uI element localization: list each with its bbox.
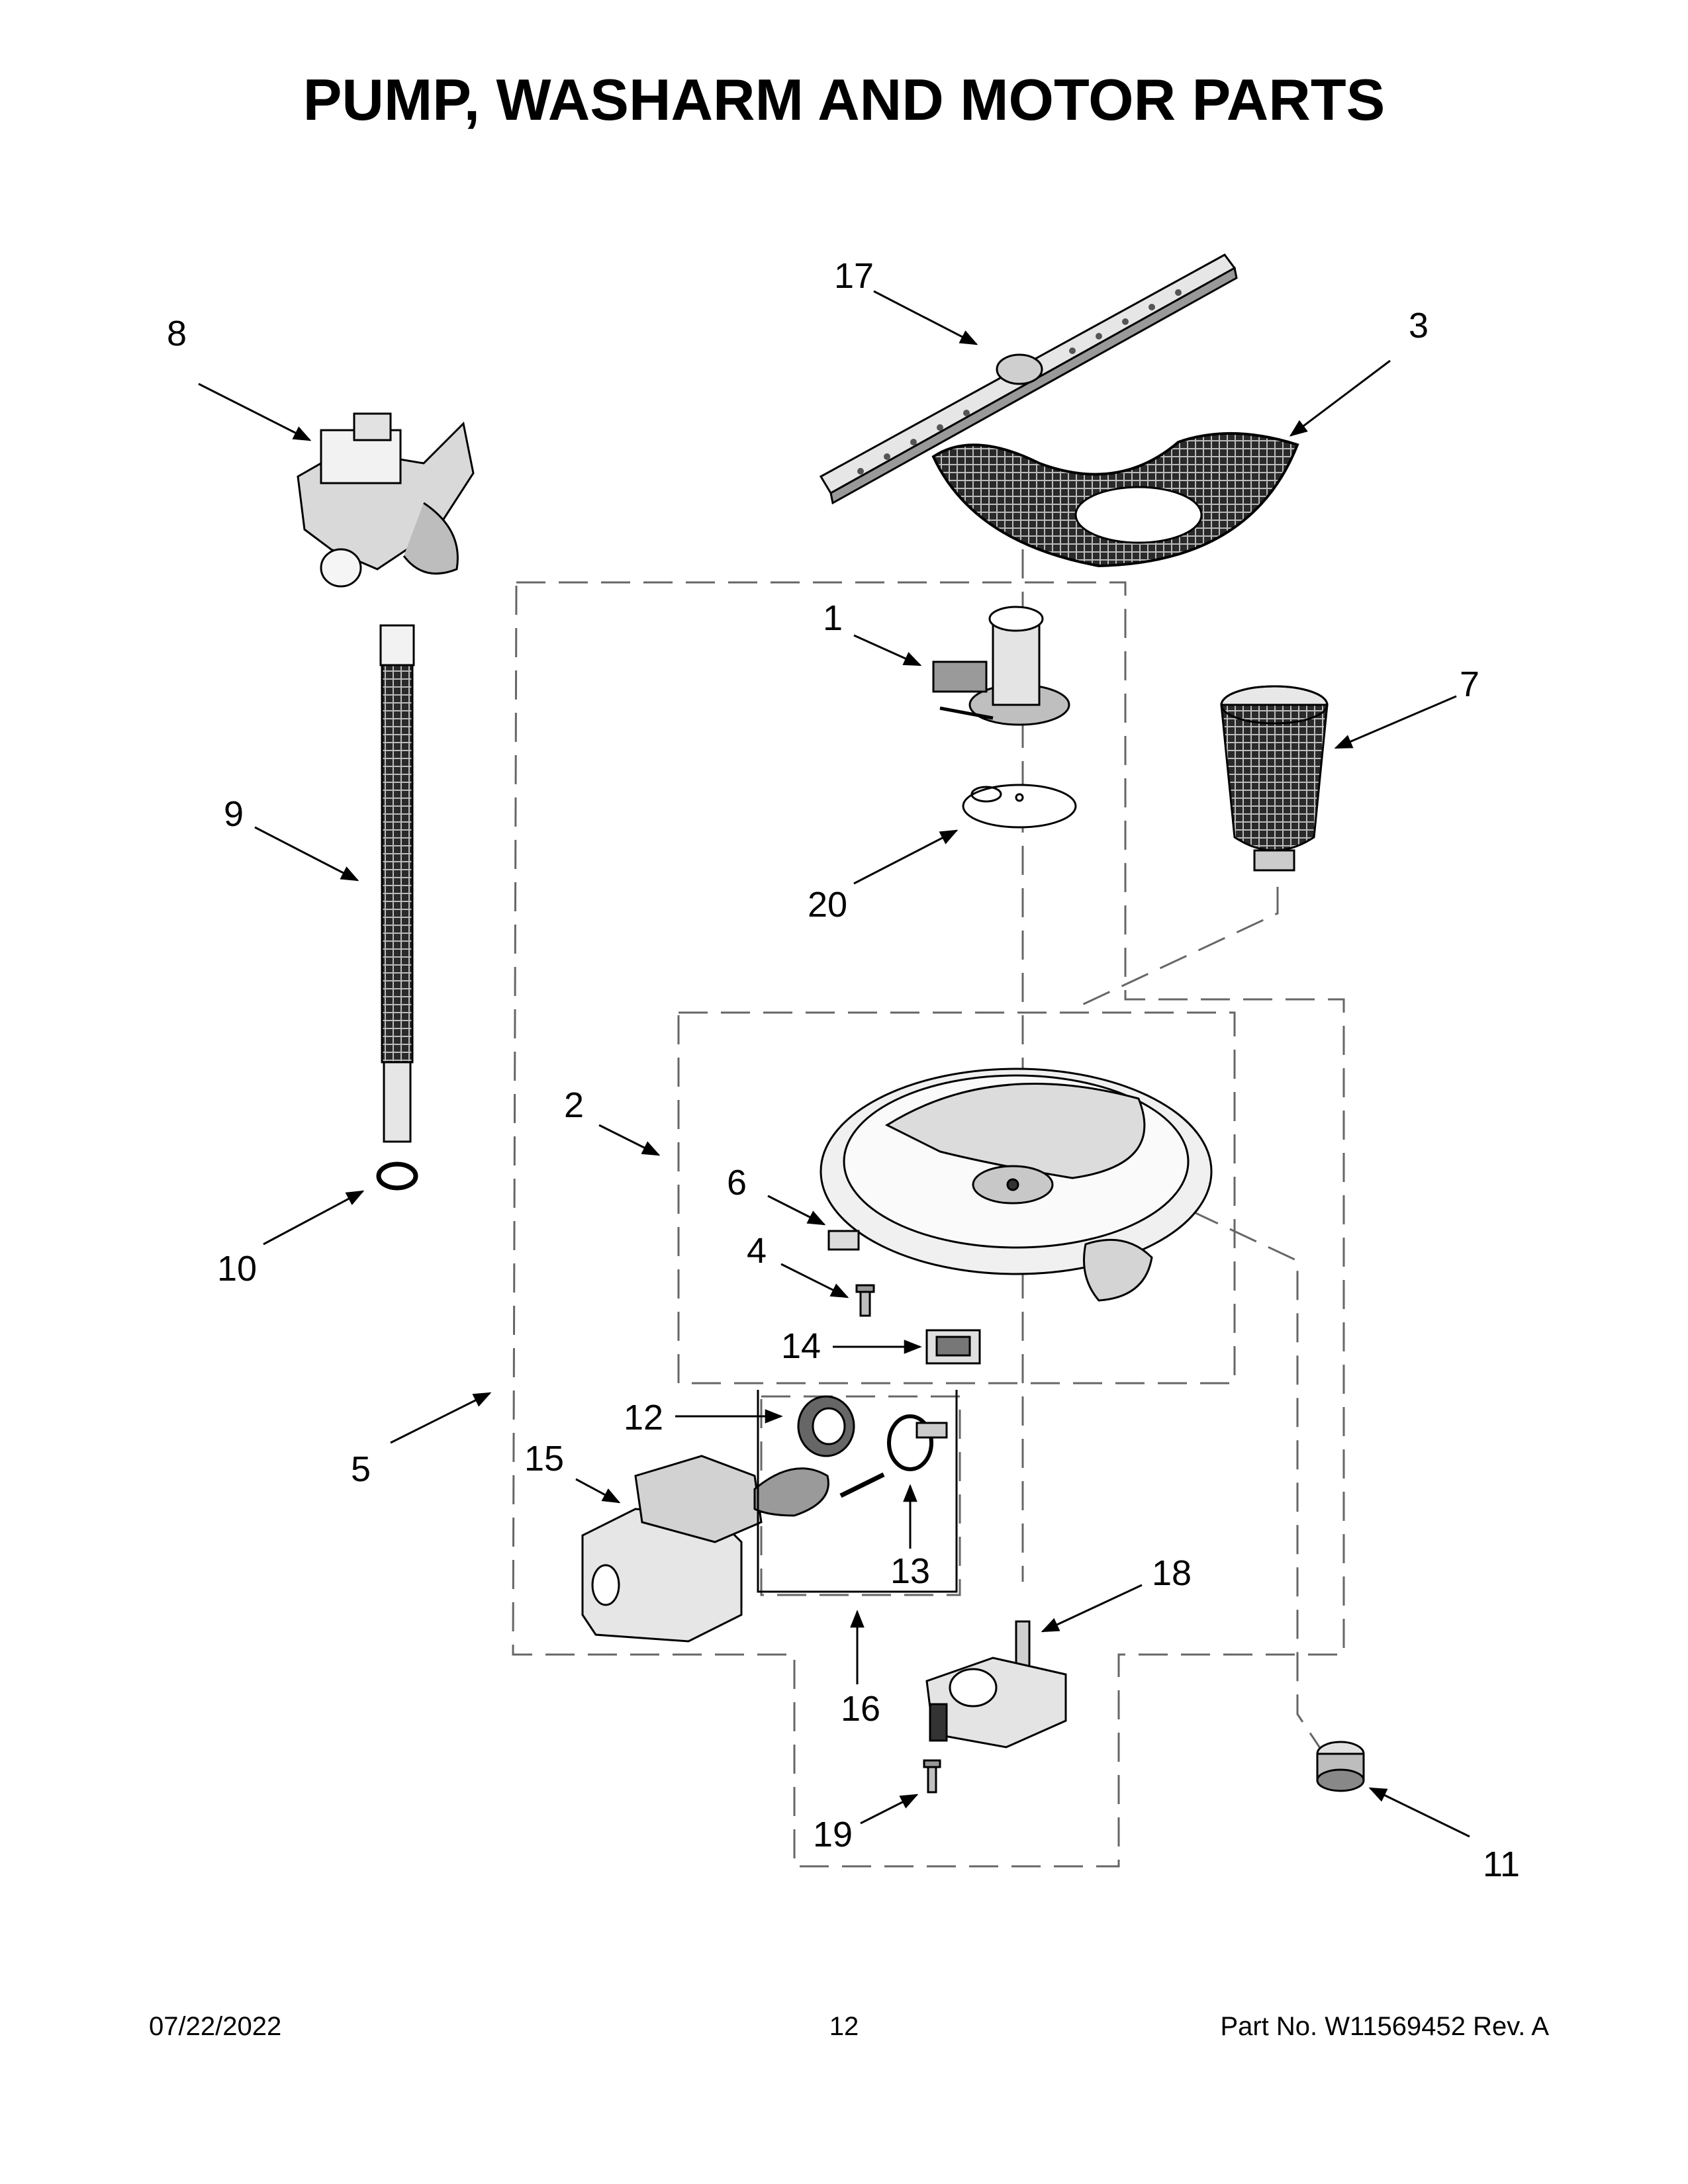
drain-pump-part (297, 412, 475, 588)
screw-part-19 (923, 1759, 941, 1794)
wash-arm-nozzles (857, 289, 1182, 475)
callout-8: 8 (167, 314, 187, 353)
filter-link-line (1072, 887, 1279, 1011)
filter-part (1220, 685, 1329, 872)
sump-detail-outline (677, 1011, 1236, 1385)
sensor-part (1316, 1741, 1365, 1792)
connector-part-14 (925, 1329, 981, 1365)
callout-7: 7 (1460, 664, 1479, 704)
callout-2: 2 (564, 1085, 584, 1125)
arrow-17 (873, 290, 978, 345)
arrow-3 (1289, 359, 1391, 437)
callout-18: 18 (1152, 1553, 1192, 1593)
callout-labels: 17 3 8 1 7 9 20 2 6 4 10 14 5 12 15 13 1… (167, 256, 1520, 1884)
callout-5: 5 (351, 1449, 371, 1489)
bracket-part-6 (827, 1230, 860, 1251)
arrow-18 (1041, 1584, 1143, 1633)
arrow-8 (198, 383, 312, 441)
screw-part-4 (855, 1284, 875, 1317)
circulation-pump-part (581, 1455, 885, 1643)
callout-11: 11 (1483, 1844, 1520, 1884)
callout-20: 20 (808, 885, 847, 925)
callout-17: 17 (834, 256, 874, 296)
deflector-shield-part (931, 432, 1299, 568)
arrow-20 (853, 829, 959, 885)
arrow-6 (767, 1195, 826, 1226)
callout-16: 16 (841, 1689, 880, 1729)
callout-arrows (198, 290, 1470, 1838)
callout-10: 10 (217, 1249, 257, 1289)
arrow-5 (390, 1392, 492, 1444)
arrow-2 (598, 1124, 661, 1156)
callout-12: 12 (624, 1398, 663, 1437)
seal-part (797, 1395, 855, 1457)
wash-arm-part (819, 253, 1238, 505)
assembly-5-outline (512, 581, 1345, 1868)
footer-date: 07/22/2022 (149, 2012, 282, 2041)
gasket-part (962, 784, 1077, 829)
page-title: PUMP, WASHARM AND MOTOR PARTS (303, 67, 1385, 132)
arrow-10 (263, 1190, 365, 1246)
callout-3: 3 (1409, 306, 1429, 345)
diverter-motor-part (925, 1620, 1067, 1749)
footer-page-number: 12 (829, 2012, 859, 2041)
sensor-link-line (1191, 1210, 1325, 1754)
arrow-9 (254, 826, 359, 882)
callout-15: 15 (524, 1439, 564, 1479)
arrow-11 (1368, 1787, 1470, 1838)
callout-14: 14 (781, 1326, 821, 1366)
arrow-4 (780, 1263, 849, 1298)
arrow-15 (575, 1478, 621, 1504)
arrow-7 (1334, 695, 1457, 749)
callout-13: 13 (890, 1551, 930, 1591)
callout-9: 9 (224, 794, 244, 834)
pump-group-bracket (757, 1390, 958, 1593)
clamp-part (887, 1414, 948, 1471)
callout-6: 6 (727, 1163, 747, 1203)
callout-4: 4 (747, 1231, 767, 1271)
arrow-19 (860, 1794, 919, 1825)
callout-1: 1 (823, 598, 843, 638)
hardware-small-parts (827, 1230, 981, 1365)
callout-19: 19 (813, 1815, 853, 1854)
sump-part (820, 1068, 1213, 1302)
footer-part-number: Part No. W11569452 Rev. A (1220, 2012, 1549, 2041)
hose-clamp-part (376, 1161, 418, 1191)
arrow-1 (853, 634, 922, 666)
diverter-part (932, 606, 1070, 726)
drain-hose-part (379, 624, 415, 1143)
